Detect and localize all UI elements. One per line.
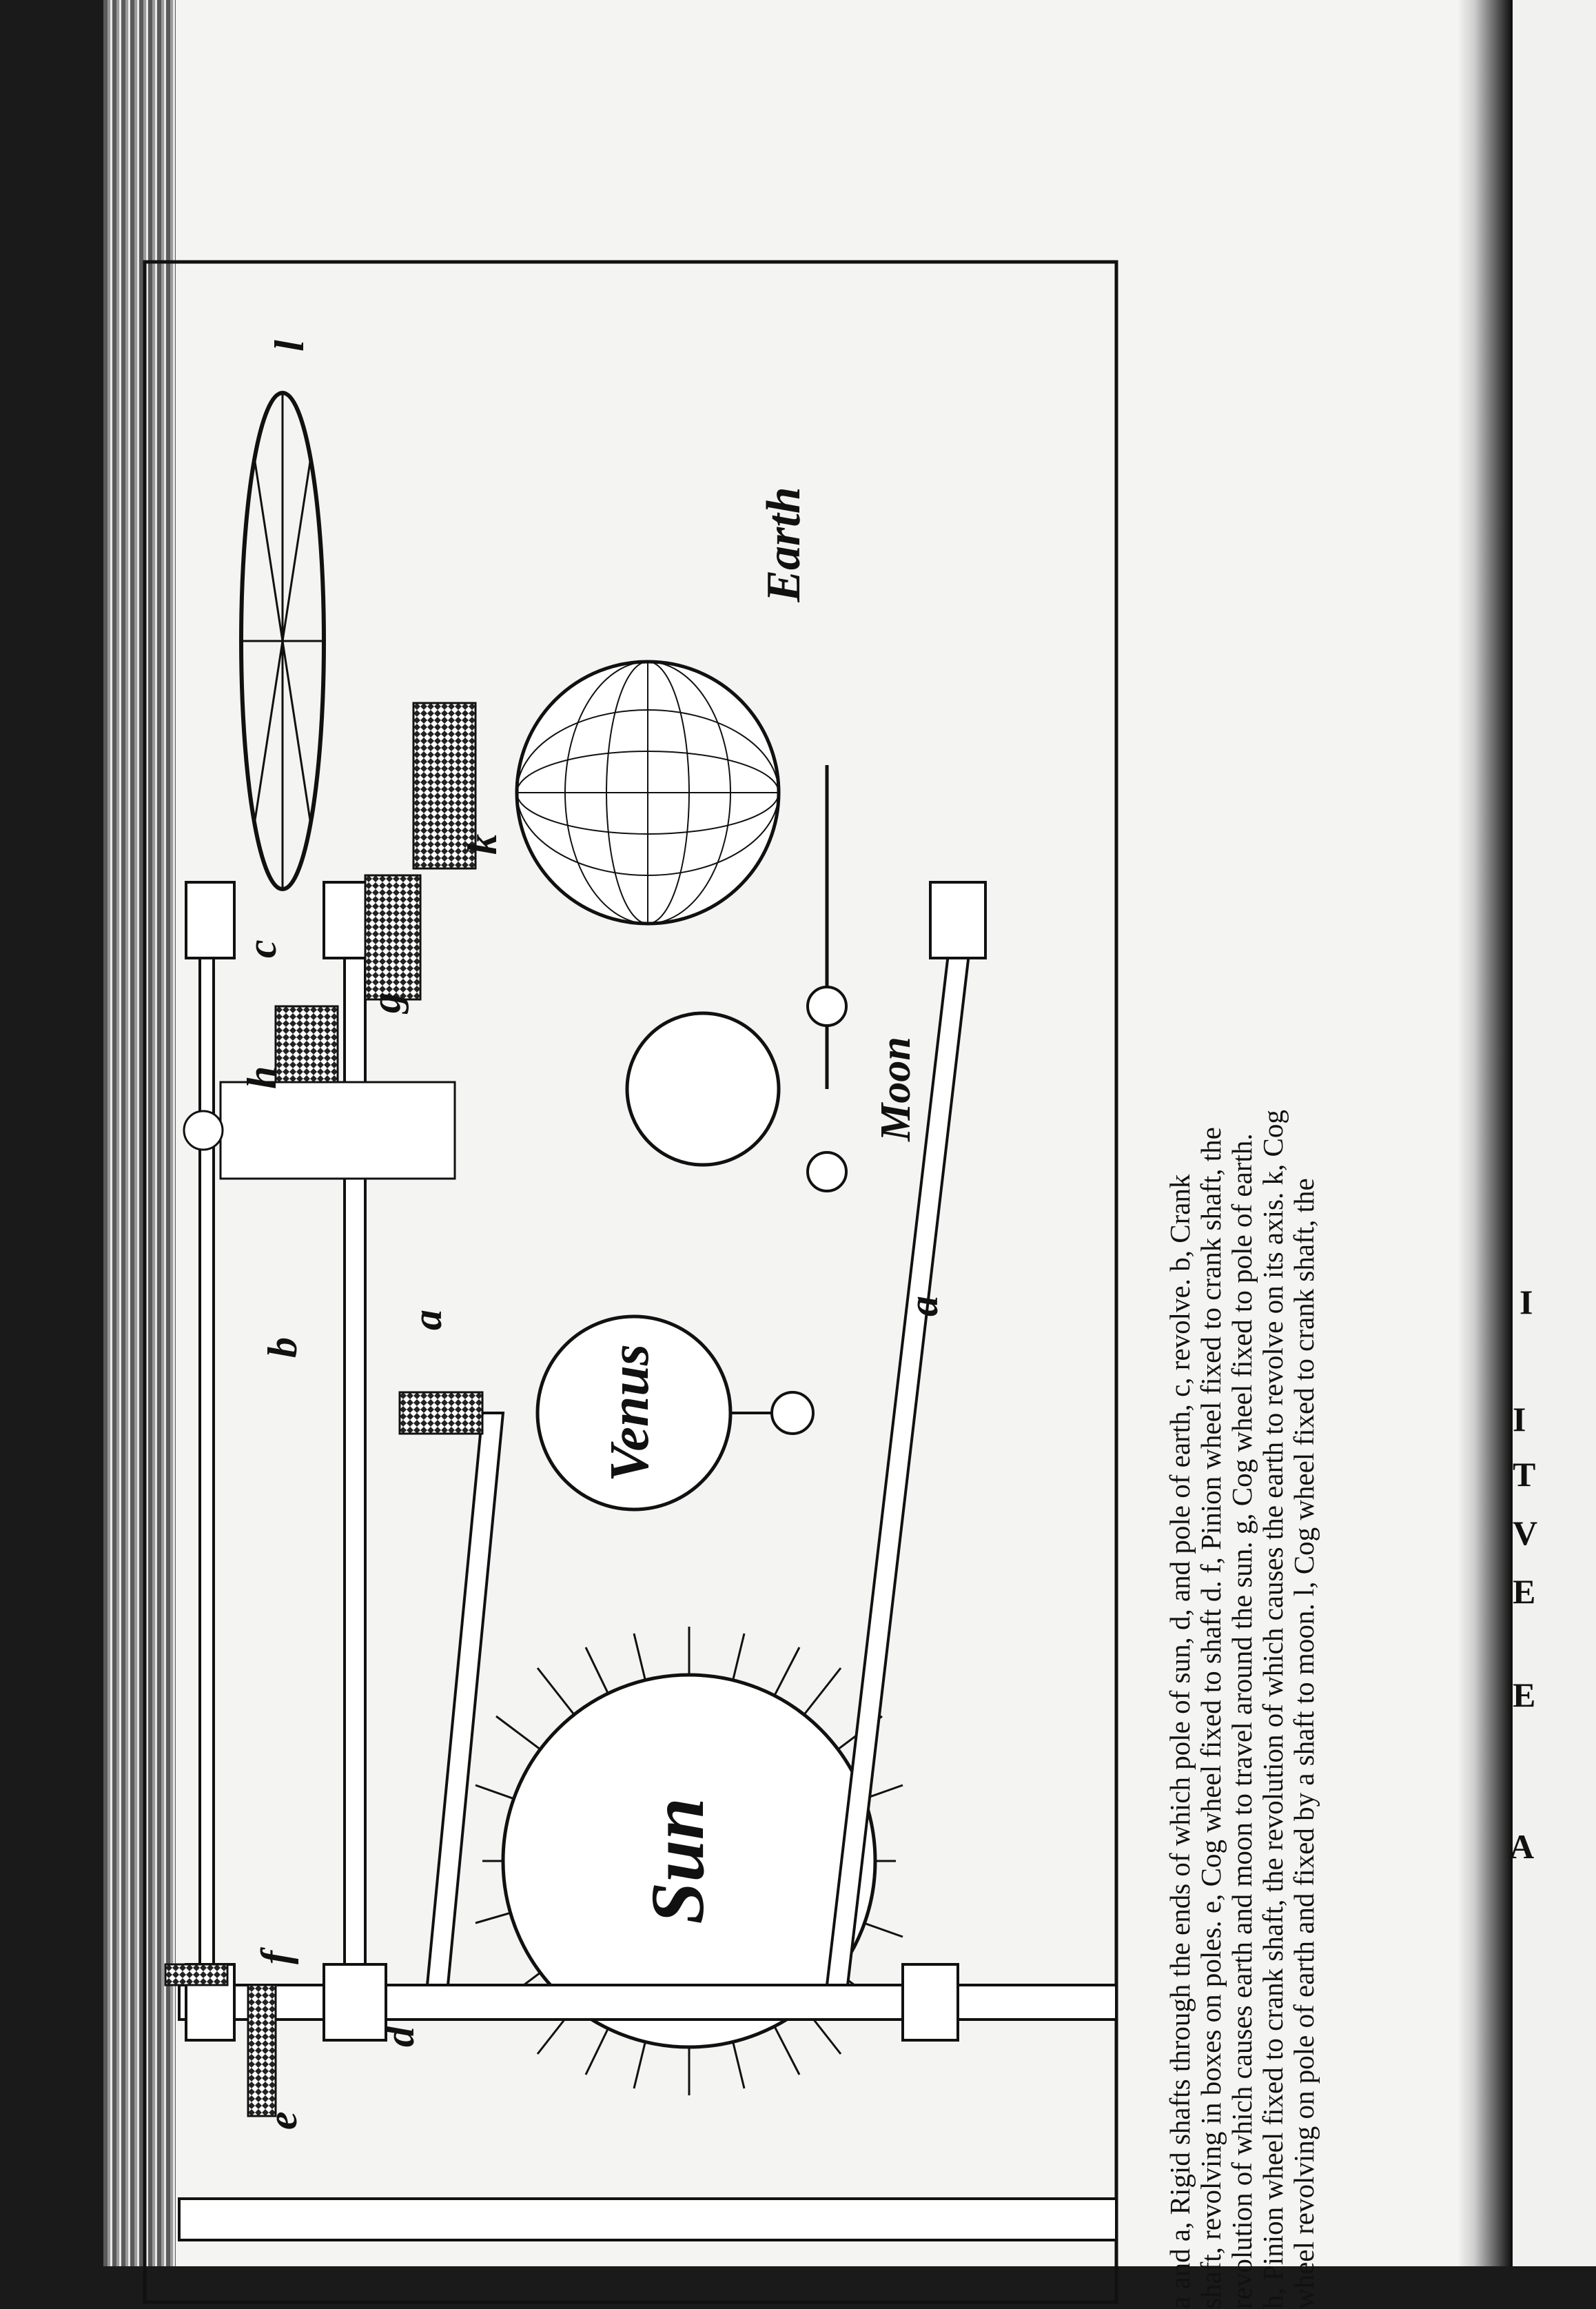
- rigid-shaft-a-top: [343, 915, 367, 1986]
- letter-a-top: a: [405, 1310, 450, 1330]
- venus-globe: [535, 1314, 733, 1512]
- facing-page-letter: I: [1520, 1283, 1533, 1321]
- cog-wheel-g: [364, 874, 422, 1001]
- figure-head: [183, 1110, 224, 1151]
- moon-pivot-right: [806, 986, 848, 1027]
- facing-page: I I T V E E A: [1509, 0, 1596, 2266]
- letter-h: h: [239, 1066, 285, 1089]
- caption-line: revolution of which causes earth and moo…: [1226, 1133, 1258, 2309]
- cog-wheel-k: [412, 702, 477, 870]
- pinion-wheel-f: [164, 1963, 229, 1986]
- standing-figure: [219, 1081, 456, 1180]
- book-gutter: [1457, 0, 1513, 2266]
- earth-label: Earth: [757, 487, 810, 602]
- book-page-edges: [103, 0, 179, 2266]
- letter-f: f: [253, 1947, 298, 1964]
- sun-globe: [501, 1673, 877, 2049]
- letter-l: l: [267, 340, 312, 352]
- moon-globe: [625, 1011, 781, 1167]
- letter-g: g: [363, 993, 409, 1015]
- letter-a-bottom: a: [901, 1296, 946, 1316]
- letter-d: d: [377, 2026, 422, 2047]
- orrery-diagram: Sun Venus Moon Earth a a b c d e f g h k…: [143, 260, 1118, 2304]
- facing-page-letter: E: [1513, 1572, 1536, 1611]
- caption-line: h, Pinion wheel fixed to crank shaft, th…: [1257, 1110, 1289, 2309]
- letter-b: b: [260, 1337, 305, 1358]
- earth-graticule: [516, 661, 779, 924]
- facing-page-letter: T: [1513, 1455, 1536, 1494]
- moon-label: Moon: [872, 1037, 919, 1142]
- caption-line: wheel revolving on pole of earth and fix…: [1288, 1178, 1320, 2309]
- cog-wheel-e: [247, 1984, 277, 2117]
- facing-page-letter: I: [1513, 1400, 1526, 1438]
- left-post: [178, 2197, 1118, 2241]
- venus-gear: [398, 1391, 484, 1435]
- venus-arm: [425, 1412, 505, 1986]
- sun-pole: [178, 1984, 1118, 2021]
- orrery-plate: Sun Venus Moon Earth a a b c d e f g h k…: [138, 0, 1461, 2309]
- facing-page-letter: V: [1513, 1514, 1538, 1552]
- moon-pivot-left: [806, 1151, 848, 1192]
- letter-k: k: [460, 834, 505, 855]
- letter-e: e: [260, 2111, 305, 2130]
- sun-label: Sun: [635, 1798, 719, 1924]
- facing-page-letter: E: [1513, 1676, 1536, 1714]
- facing-page-letter: A: [1509, 1827, 1535, 1866]
- caption-line: shaft, revolving in boxes on poles. e, C…: [1195, 1127, 1227, 2309]
- letter-c: c: [239, 939, 285, 958]
- venus-pivot: [770, 1391, 815, 1435]
- caption-line: a and a, Rigid shafts through the ends o…: [1164, 1174, 1196, 2309]
- wheel-l-spokes: [241, 393, 324, 889]
- crank-shaft-b: [198, 881, 215, 1986]
- figure-caption: a and a, Rigid shafts through the ends o…: [1164, 0, 1320, 2309]
- venus-label: Venus: [600, 1344, 660, 1482]
